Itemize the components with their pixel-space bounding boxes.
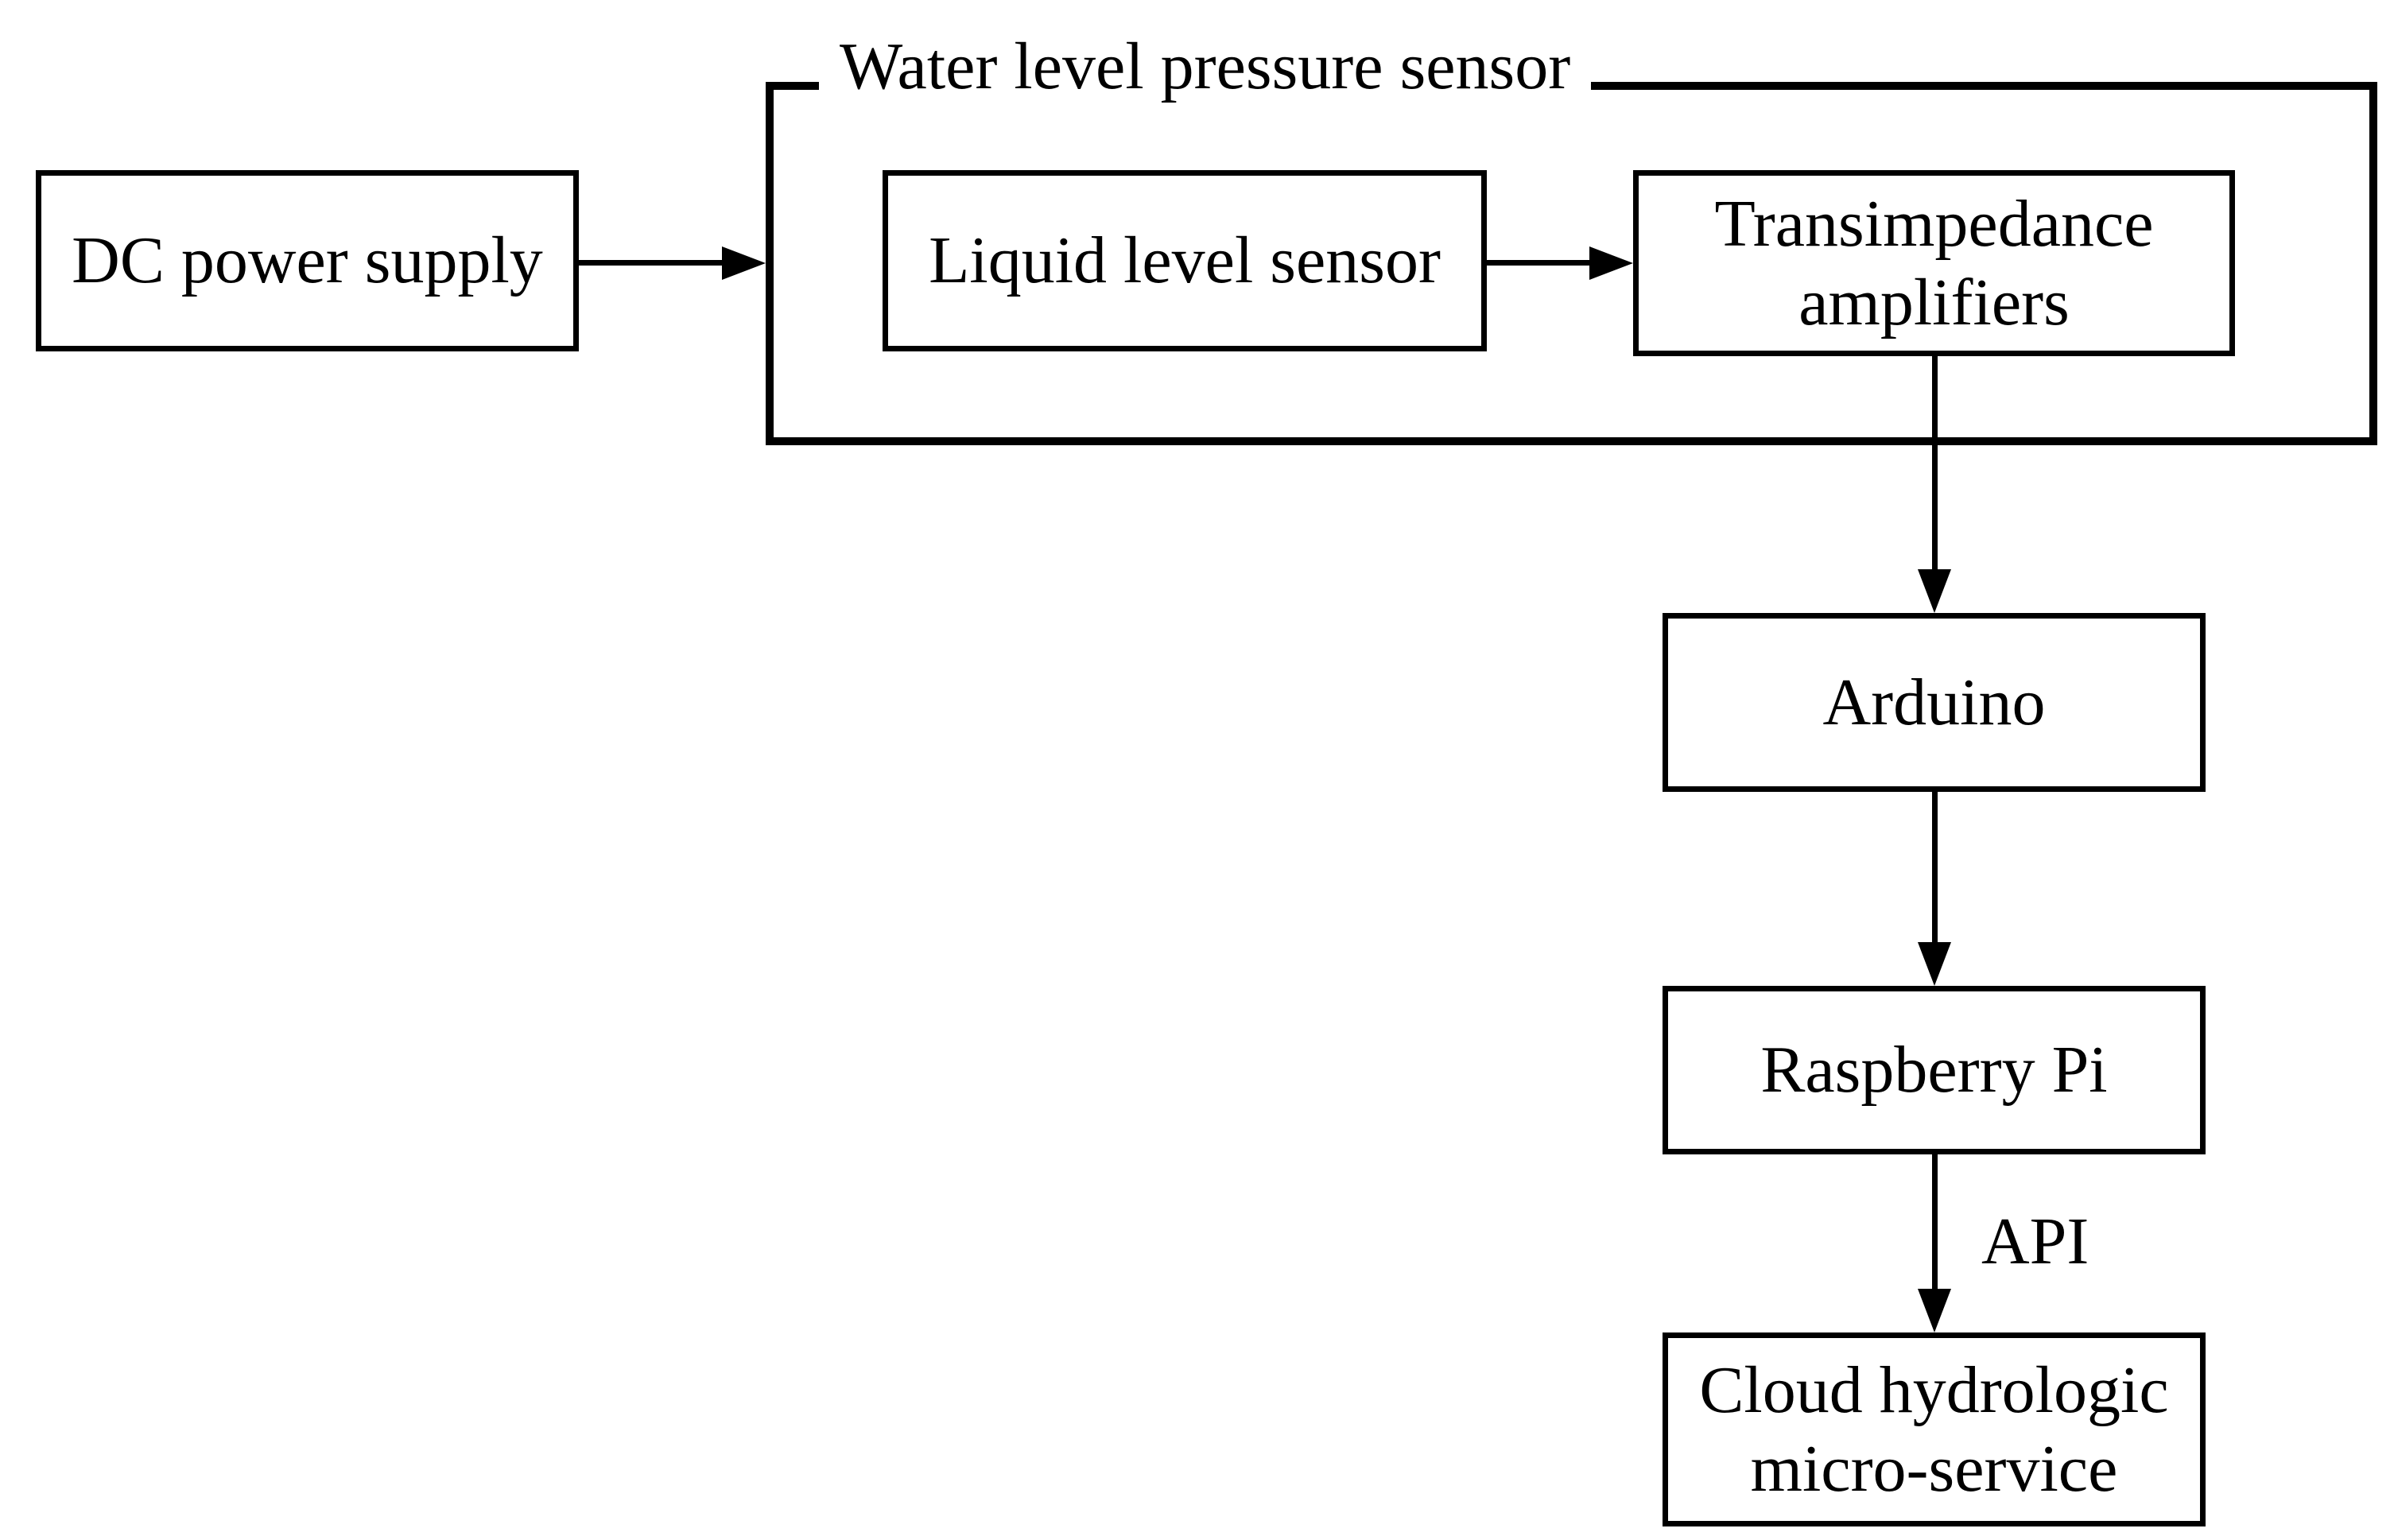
node-transimpedance-amplifiers-label: Transimpedance amplifiers bbox=[1714, 186, 2154, 339]
api-edge-label: API bbox=[1981, 1204, 2089, 1278]
arrow-dc-to-sensor-group bbox=[579, 260, 722, 266]
node-cloud-hydrologic-micro-service: Cloud hydrologic micro-service bbox=[1663, 1332, 2206, 1526]
node-liquid-level-sensor-label: Liquid level sensor bbox=[929, 223, 1441, 298]
node-dc-power-supply: DC power supply bbox=[36, 170, 579, 351]
arrow-transimpedance-to-arduino bbox=[1932, 356, 1938, 569]
node-arduino: Arduino bbox=[1663, 613, 2206, 792]
node-arduino-label: Arduino bbox=[1822, 665, 2046, 739]
arrow-arduino-to-raspberry-pi bbox=[1932, 792, 1938, 942]
node-raspberry-pi: Raspberry Pi bbox=[1663, 986, 2206, 1154]
node-dc-power-supply-label: DC power supply bbox=[72, 223, 543, 298]
arrow-liquid-to-transimpedance bbox=[1487, 260, 1589, 266]
arrowhead-down-icon bbox=[1918, 1289, 1951, 1332]
arrowhead-right-icon bbox=[1589, 246, 1633, 280]
node-liquid-level-sensor: Liquid level sensor bbox=[883, 170, 1487, 351]
node-raspberry-pi-label: Raspberry Pi bbox=[1760, 1033, 2108, 1107]
arrow-raspberry-pi-to-cloud bbox=[1932, 1154, 1938, 1289]
arrowhead-right-icon bbox=[722, 246, 766, 280]
node-transimpedance-amplifiers: Transimpedance amplifiers bbox=[1633, 170, 2235, 356]
node-cloud-hydrologic-micro-service-label: Cloud hydrologic micro-service bbox=[1699, 1352, 2169, 1506]
arrowhead-down-icon bbox=[1918, 569, 1951, 613]
arrowhead-down-icon bbox=[1918, 942, 1951, 986]
group-water-level-pressure-sensor-label: Water level pressure sensor bbox=[819, 25, 1592, 108]
